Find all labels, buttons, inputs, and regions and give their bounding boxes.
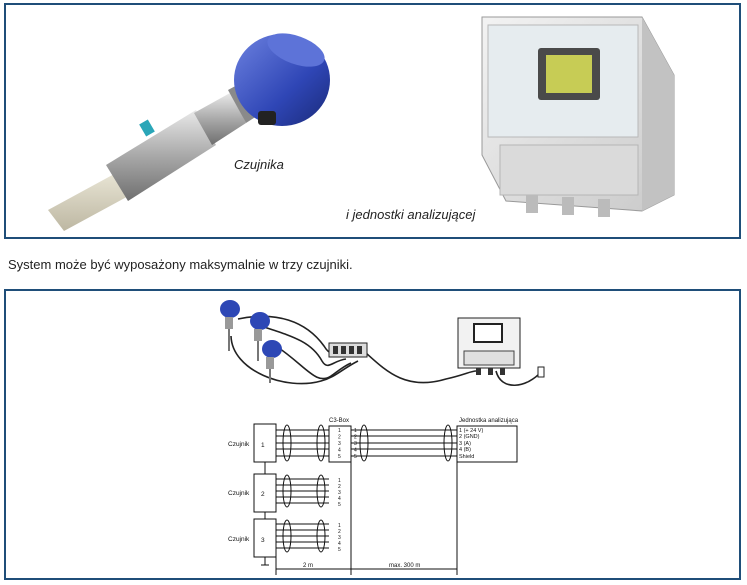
sensor-label-1: Czujnik: [228, 441, 250, 448]
sensor-photo: [48, 33, 330, 231]
pin-number: 1: [338, 478, 341, 484]
sensor-caption: Czujnika: [234, 157, 284, 172]
pin-number: 2: [338, 484, 341, 490]
dimension-long: max. 300 m: [389, 563, 420, 569]
wiring-diagram: Czujnik Czujnik Czujnik 1 2 3 C3-Box Jed…: [220, 300, 545, 575]
sensor-number-3: 3: [261, 537, 265, 544]
dimension-short: 2 m: [303, 563, 313, 569]
c3-box-icon: [328, 342, 368, 358]
pin-number: 3: [338, 535, 341, 541]
pin-number: 4: [338, 448, 341, 454]
pin-number: 1: [338, 428, 341, 434]
sensor-icon-3: [262, 340, 282, 383]
wiring-schematic: [253, 423, 518, 575]
pin-number: 4: [338, 541, 341, 547]
sensor-number-2: 2: [261, 491, 265, 498]
pin-number: 3: [354, 441, 357, 447]
analyzer-caption: i jednostki analizującej: [346, 207, 476, 222]
pin-number: 1: [338, 523, 341, 529]
pin-number: 2: [354, 435, 357, 441]
analyzer-photo: [481, 16, 675, 217]
pin-number: 3: [338, 490, 341, 496]
pin-number: 5: [338, 547, 341, 553]
product-photo-panel: Czujnika i jednostki analizującej: [4, 3, 741, 239]
terminal-label: Shield: [459, 454, 474, 460]
product-photos: [48, 16, 675, 231]
pin-number: 2: [338, 529, 341, 535]
analyzer-label: Jednostka analizująca: [459, 418, 519, 424]
pin-number: 4: [354, 448, 357, 454]
pin-number: 5: [338, 502, 341, 508]
terminal-label: 2 (GND): [459, 434, 480, 440]
analyzer-icon: [457, 317, 545, 378]
terminal-label: 1 (+ 24 V): [459, 428, 483, 434]
terminal-label: 3 (A): [459, 441, 471, 447]
pin-number: 1: [354, 428, 357, 434]
c3-box-label: C3-Box: [329, 418, 349, 424]
pin-number: 5: [354, 454, 357, 460]
sensor-icon-2: [250, 312, 270, 361]
sensor-label-3: Czujnik: [228, 536, 250, 543]
system-capacity-text: System może być wyposażony maksymalnie w…: [8, 257, 353, 272]
pin-number: 3: [338, 441, 341, 447]
sensor-icon-1: [220, 300, 240, 351]
sensor-label-2: Czujnik: [228, 490, 250, 497]
pin-number: 5: [338, 454, 341, 460]
pin-number: 4: [338, 496, 341, 502]
sensor-number-1: 1: [261, 442, 265, 449]
terminal-label: 4 (B): [459, 447, 471, 453]
wiring-diagram-panel: Czujnik Czujnik Czujnik 1 2 3 C3-Box Jed…: [4, 289, 741, 580]
pin-number: 2: [338, 435, 341, 441]
